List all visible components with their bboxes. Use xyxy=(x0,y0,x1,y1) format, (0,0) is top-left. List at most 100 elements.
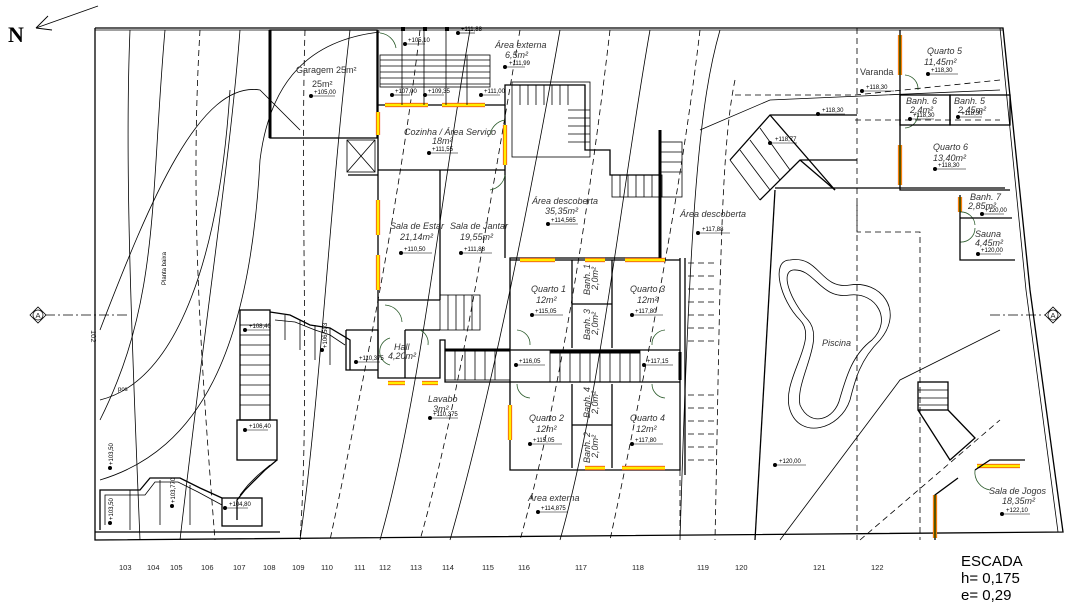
level-marker: +117,80 xyxy=(630,309,663,317)
svg-text:+120,00: +120,00 xyxy=(985,208,1008,214)
level-marker: +117,15 xyxy=(642,359,673,367)
room-area-descoberta-area: 35,35m² xyxy=(545,206,579,216)
room-quarto1-area: 12m² xyxy=(536,295,558,305)
level-marker: +118,30 xyxy=(816,108,845,116)
contour-note: Planta baixa xyxy=(162,251,168,285)
svg-text:+110,375: +110,375 xyxy=(359,356,384,362)
room-area-externa-top-area: 6,5m² xyxy=(505,50,529,60)
level-marker: +117,88 xyxy=(696,227,730,235)
level-marker: +110,375 xyxy=(428,412,458,420)
room-banh2-area: 2,0m² xyxy=(590,434,600,459)
stair-diagonal xyxy=(729,114,1005,201)
room-banh7-area: 2,85m² xyxy=(967,201,997,211)
tick-label: 118 xyxy=(632,563,644,572)
level-marker: +105,00 xyxy=(309,90,337,98)
room-quarto4-area: 12m² xyxy=(636,424,658,434)
level-marker: +106,40 xyxy=(243,424,272,432)
level-marker: +111,55 xyxy=(427,147,458,155)
room-area-externa-bottom-name: Área externa xyxy=(527,493,580,503)
room-banh3-name: Banh. 3 xyxy=(582,309,592,340)
tick-label: 120 xyxy=(735,563,748,572)
svg-text:+117,80: +117,80 xyxy=(635,309,657,315)
svg-text:+118,30: +118,30 xyxy=(931,68,953,74)
room-banh4-area: 2,0m² xyxy=(590,390,600,415)
level-marker: +120,00 xyxy=(773,459,806,467)
tick-label: 109 xyxy=(292,563,305,572)
svg-text:+122,10: +122,10 xyxy=(1006,508,1029,514)
room-banh2-name: Banh. 2 xyxy=(582,432,592,463)
level-marker: +118,30 xyxy=(926,68,958,76)
tick-label: 110 xyxy=(321,563,333,572)
level-marker: +108,40 xyxy=(243,324,272,332)
room-banh6-area: 2,4m² xyxy=(909,105,934,115)
level-marker: +118,30 xyxy=(956,111,983,119)
tick-label: 106 xyxy=(201,563,214,572)
svg-text:+110,375: +110,375 xyxy=(433,412,458,418)
svg-text:+116,05: +116,05 xyxy=(519,359,541,365)
tick-label: 117 xyxy=(575,563,587,572)
stair-hallway xyxy=(439,294,641,383)
doors xyxy=(379,32,991,491)
tick-label: 121 xyxy=(813,563,826,572)
room-banh4-name: Banh. 4 xyxy=(582,387,592,418)
north-label: N xyxy=(8,22,24,47)
level-marker: +116,05 xyxy=(514,359,545,367)
section-marker-left[interactable]: A xyxy=(29,306,47,324)
level-marker: +118,30 xyxy=(933,163,966,171)
room-sala-jantar-area: 19,55m² xyxy=(460,232,494,242)
level-marker: +110,50 xyxy=(399,247,432,255)
left-note: pos xyxy=(118,387,128,393)
tick-label: 113 xyxy=(410,563,422,572)
room-sauna-name: Sauna xyxy=(975,229,1001,239)
svg-text:+114,875: +114,875 xyxy=(541,506,566,512)
room-garagem-name: Garagem 25m² xyxy=(296,65,357,75)
level-marker: +111,88 xyxy=(459,247,492,255)
room-banh1-area: 2,0m² xyxy=(590,266,600,291)
tick-label: 112 xyxy=(379,563,391,572)
svg-text:+105,10: +105,10 xyxy=(408,38,431,44)
level-markers: +105,00 +111,99 +111,55 +110,50 +111,88 … xyxy=(108,27,1030,525)
svg-text:+118,30: +118,30 xyxy=(822,108,844,114)
tick-label: 119 xyxy=(697,563,709,572)
svg-text:+117,88: +117,88 xyxy=(702,227,724,233)
room-garagem-area: 25m² xyxy=(312,79,333,89)
north-arrow: N xyxy=(8,5,99,47)
pool xyxy=(778,259,891,429)
room-quarto2-name: Quarto 2 xyxy=(529,413,564,423)
svg-text:+117,15: +117,15 xyxy=(647,359,669,365)
exterior-steps xyxy=(688,262,715,461)
right-wing-walls xyxy=(899,30,1025,540)
room-cozinha-area: 18m² xyxy=(432,136,454,146)
level-marker: +115,05 xyxy=(528,438,562,446)
level-marker: +103,770 xyxy=(170,477,177,508)
svg-text:+104,80: +104,80 xyxy=(229,502,252,508)
stair-note-title: ESCADA xyxy=(961,553,1023,570)
room-sala-jogos-name: Sala de Jogos xyxy=(989,486,1047,496)
section-label-right: A xyxy=(1051,311,1056,320)
section-marker-right[interactable]: A xyxy=(1044,306,1062,324)
svg-text:+120,00: +120,00 xyxy=(981,248,1004,254)
svg-text:+103,770: +103,770 xyxy=(171,477,177,503)
svg-text:+105,00: +105,00 xyxy=(314,90,337,96)
room-area-descoberta-name: Área descoberta xyxy=(531,196,598,206)
room-quarto3-area: 12m² xyxy=(637,295,659,305)
level-marker: +118,77 xyxy=(768,137,797,145)
stair-note-h: h= 0,175 xyxy=(961,570,1020,587)
level-marker: +111,88 xyxy=(456,27,483,35)
level-marker: +115,05 xyxy=(530,309,563,317)
room-quarto3-name: Quarto 3 xyxy=(630,284,665,294)
svg-text:+118,30: +118,30 xyxy=(961,111,983,117)
svg-text:+118,30: +118,30 xyxy=(866,85,888,91)
room-quarto5-name: Quarto 5 xyxy=(927,46,963,56)
room-cozinha-name: Cozinha / Área Serviço xyxy=(404,127,496,137)
tick-label: 105 xyxy=(170,563,183,572)
terrace-edge xyxy=(754,189,921,541)
room-sauna-area: 4,45m² xyxy=(975,238,1004,248)
room-quarto4-name: Quarto 4 xyxy=(630,413,665,423)
svg-text:+111,99: +111,99 xyxy=(509,61,531,67)
room-quarto6-area: 13,40m² xyxy=(933,153,967,163)
svg-text:+115,05: +115,05 xyxy=(535,309,557,315)
svg-text:+111,55: +111,55 xyxy=(432,147,454,153)
room-banh1-name: Banh. 1 xyxy=(582,264,592,295)
contour-lines xyxy=(99,28,1001,541)
